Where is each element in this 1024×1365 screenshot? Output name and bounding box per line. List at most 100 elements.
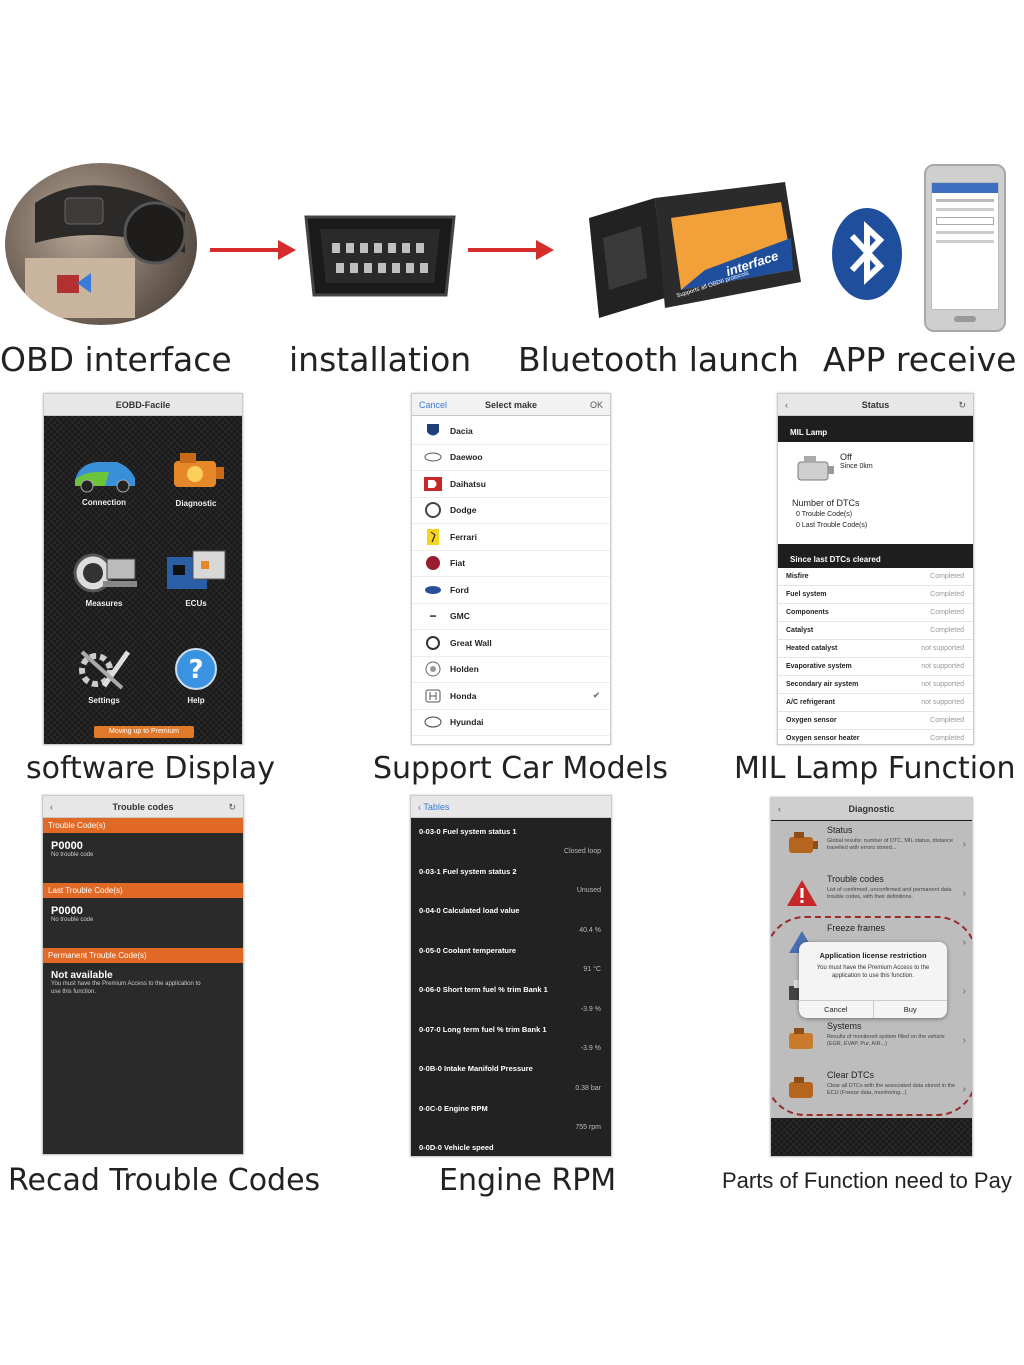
list-item[interactable]: Honda✔ (412, 683, 610, 710)
table-row: 0-06-0 Short term fuel % trim Bank 1-3.9… (419, 985, 601, 1013)
car-dashboard-photo (5, 163, 197, 325)
daihatsu-logo-icon (424, 476, 442, 492)
caption-bluetooth-launch: Bluetooth launch (518, 340, 799, 379)
engine-icon (174, 453, 224, 487)
screen-software-display: EOBD-Facile Connection Diagnostic Measur… (43, 393, 243, 745)
gauge-icon (73, 553, 137, 593)
fiat-logo-icon (424, 555, 442, 571)
honda-logo-icon (424, 688, 442, 704)
holden-logo-icon (424, 661, 442, 677)
screen-select-make: Cancel Select make OK Dacia Daewoo Daiha… (411, 393, 611, 745)
refresh-icon[interactable]: ↻ (228, 802, 236, 812)
caption-support-car-models: Support Car Models (373, 751, 669, 786)
section-header: Permanent Trouble Code(s) (43, 948, 243, 963)
table-row: 0-07-0 Long term fuel % trim Bank 1-3.9 … (419, 1024, 601, 1053)
list-item[interactable]: Great Wall (412, 630, 610, 657)
tile-measures[interactable]: Measures (64, 549, 144, 608)
bluetooth-icon (830, 206, 904, 307)
premium-button[interactable]: Moving up to Premium (94, 726, 194, 738)
refresh-icon[interactable]: ↻ (958, 400, 966, 410)
tile-settings[interactable]: Settings (64, 646, 144, 705)
caption-mil-lamp-function: MIL Lamp Function (734, 751, 1016, 786)
engine-icon (789, 832, 818, 853)
caption-recad-trouble-codes: Recad Trouble Codes (8, 1163, 321, 1198)
screen-title: EOBD-Facile (44, 394, 242, 416)
gmc-logo-icon: ▬ (430, 613, 436, 620)
back-chevron-icon[interactable]: ‹ (778, 804, 781, 814)
back-button[interactable]: ‹ Tables (418, 802, 450, 812)
arrow-icon (208, 238, 298, 267)
list-item[interactable]: Dacia (412, 418, 610, 445)
mil-lamp-header: MIL Lamp (778, 416, 973, 442)
obd-port-icon (300, 211, 460, 306)
dodge-logo-icon (424, 502, 442, 519)
caption-engine-rpm: Engine RPM (439, 1163, 617, 1198)
list-item[interactable]: Holden (412, 657, 610, 683)
tile-diagnostic[interactable]: Diagnostic (156, 449, 236, 508)
section-header: Trouble Code(s) (43, 818, 243, 833)
caption-app-receive: APP receive (823, 340, 1017, 379)
caption-software-display: software Display (26, 751, 275, 786)
ok-button[interactable]: OK (589, 400, 603, 410)
tile-ecus[interactable]: ECUs (156, 549, 236, 608)
cancel-button[interactable]: Cancel (419, 400, 448, 410)
list-item[interactable]: Daihatsu (412, 471, 610, 498)
caption-obd-interface: OBD interface (0, 340, 232, 379)
tools-icon (79, 650, 131, 690)
dialog-cancel-button[interactable]: Cancel (799, 1001, 874, 1018)
warning-icon (787, 880, 817, 906)
list-item[interactable]: ▬GMC (412, 604, 610, 630)
chevron-right-icon: › (962, 839, 966, 850)
back-chevron-icon[interactable]: ‹ (785, 400, 788, 410)
dialog-title: Application license restriction (819, 951, 927, 960)
chevron-right-icon: › (962, 1035, 966, 1046)
screen-status: ‹ Status ↻ MIL Lamp Off Since 0km Number… (777, 393, 974, 745)
daewoo-logo-icon (424, 449, 442, 465)
license-dialog: Application license restriction You must… (799, 942, 947, 1018)
list-item[interactable]: Ferrari (412, 524, 610, 551)
table-row: 0-0D-0 Vehicle speed (419, 1143, 494, 1152)
list-item[interactable]: Ford (412, 577, 610, 604)
list-item[interactable]: Fiat (412, 551, 610, 577)
highlight-dashed-outline (771, 916, 972, 1116)
tile-help[interactable]: ? Help (156, 646, 236, 705)
list-item[interactable]: Dodge (412, 498, 610, 524)
engine-icon (797, 456, 834, 481)
list-item[interactable]: Daewoo (412, 445, 610, 471)
list-item[interactable]: Hyundai (412, 710, 610, 736)
caption-parts-of-function: Parts of Function need to Pay (722, 1168, 1012, 1193)
car-icon (75, 462, 135, 493)
ford-logo-icon (424, 582, 442, 598)
since-cleared-header: Since last DTCs cleared (778, 544, 973, 568)
dialog-buy-button[interactable]: Buy (903, 1005, 917, 1014)
back-chevron-icon[interactable]: ‹ (50, 802, 53, 812)
svg-text:?: ? (188, 655, 203, 685)
smartphone-icon (924, 164, 1006, 332)
tile-connection[interactable]: Connection (64, 454, 144, 507)
